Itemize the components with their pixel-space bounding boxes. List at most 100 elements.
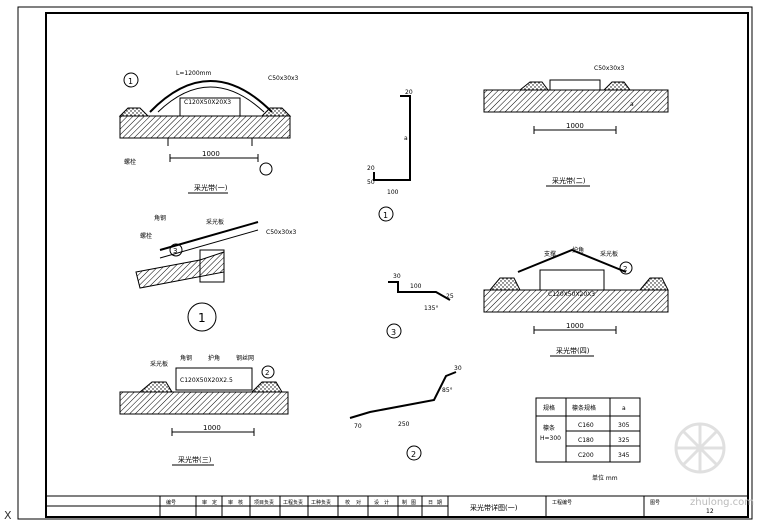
detail-1-angle-label: C50x30x3	[266, 229, 297, 236]
profile-3-callout: 3	[391, 328, 396, 337]
detail-1-label-a: 角钢	[154, 214, 166, 222]
table-header-1: 檩条规格	[572, 404, 596, 412]
profile-2-callout: 2	[411, 450, 416, 459]
panel-3	[119, 391, 289, 415]
view-2-angle-label: C50x30x3	[594, 65, 625, 72]
table-cell-a-0: 305	[618, 422, 630, 429]
profile-2-dim-b: 85°	[442, 387, 453, 394]
view-1-callout-right	[259, 162, 273, 176]
tb-cell-9: 对	[356, 499, 361, 506]
view-1-bolt-label: 螺栓	[124, 158, 136, 166]
view-3-label-a: 采光板	[150, 360, 168, 368]
tb-cell-5: 项目负责	[254, 499, 274, 506]
view-3-callout: 2	[265, 369, 269, 377]
profile-1-dim-d: 50	[367, 179, 375, 186]
detail-1-circle-3	[169, 243, 183, 257]
profile-2-dim-c: 250	[398, 421, 410, 428]
view-3-label-c: 护角	[208, 354, 220, 362]
profile-1-dim-b: a	[404, 135, 408, 142]
profile-1-dim-e: 100	[387, 189, 399, 196]
view-3-dim: 1000	[203, 424, 221, 432]
profile-1-callout-circle	[378, 206, 394, 222]
table-unit-note: 单位 mm	[592, 474, 618, 482]
view-3-callout-circle	[261, 365, 275, 379]
outer-border	[17, 6, 753, 520]
table-row-label: H=300	[540, 435, 561, 442]
view-2-a-label: a	[630, 101, 634, 108]
tb-cell-11: 计	[384, 499, 389, 506]
view-4-title: 采光带(四)	[556, 346, 590, 355]
view-4-group: C120X50X20X3 支撑 护角 采光板 2 1000 采光带(四)	[483, 246, 669, 357]
view-1-title: 采光带(一)	[194, 183, 228, 192]
profile-2-dim-d: 70	[354, 423, 362, 430]
table-header-2: a	[622, 405, 626, 412]
tb-drawing-title: 采光带详图(一)	[470, 503, 518, 512]
table-cell-spec-0: C160	[578, 422, 594, 429]
profile-3-dim-a: 30	[393, 273, 401, 280]
profile-1-dim-c: 20	[367, 165, 375, 172]
title-block: 编号 审 定 审 核 项目负责 工程负责 工种负责 校 对 设 计 制 图 日 …	[45, 495, 749, 518]
table-row-label-top: 檩条	[543, 424, 555, 432]
tb-cell-10: 设	[374, 499, 379, 506]
view-1-pipe-label: C120X50X20X3	[184, 99, 231, 106]
table-header-0: 规格	[543, 404, 555, 412]
watermark-logo	[674, 422, 726, 474]
profile-3-dim-b: 100	[410, 283, 422, 290]
tb-cell-1: 审	[202, 499, 207, 506]
tb-cell-7: 工种负责	[311, 499, 331, 506]
tb-cell-12: 制	[402, 499, 407, 506]
view-3-label-b: 角钢	[180, 354, 192, 362]
tb-project-no-label: 工程编号	[552, 499, 572, 506]
view-4-pipe-label: C120X50X20X3	[548, 291, 595, 298]
view-1-callout: 1	[128, 77, 133, 86]
tb-cell-6: 工程负责	[283, 499, 303, 506]
view-3-pipe-label: C120X50X20X2.5	[180, 377, 233, 384]
detail-1-callout: 1	[198, 311, 206, 325]
profile-2-callout-circle	[406, 445, 422, 461]
corner-mark: X	[4, 509, 12, 522]
view-1-angle-label: C50x30x3	[268, 75, 299, 82]
tb-cell-8: 校	[345, 499, 350, 506]
detail-1-label-b: 采光板	[206, 218, 224, 226]
view-3-title: 采光带(三)	[178, 455, 212, 464]
panel-1	[119, 115, 291, 139]
view-3-group: C120X50X20X2.5 采光板 角钢 护角 钢丝网 2 1000 采光带(…	[119, 354, 289, 466]
table-cell-spec-1: C180	[578, 437, 594, 444]
profile-3-dim-d: 25	[446, 293, 454, 300]
tb-cell-13: 图	[411, 500, 416, 506]
tb-sheet-label: 图号	[650, 500, 660, 506]
tb-cell-3: 审	[228, 499, 233, 506]
view-1-arch-label: L=1200mm	[176, 70, 211, 77]
spec-table: 规格 檩条规格 a 檩条 H=300 C160 305 C180 325 C20…	[535, 397, 641, 482]
view-2-title: 采光带(二)	[552, 176, 586, 185]
view-4-dim: 1000	[566, 322, 584, 330]
view-1-dim: 1000	[202, 150, 220, 158]
profile-3-callout-circle	[386, 323, 402, 339]
profile-1-dim-a: 20	[405, 89, 413, 96]
detail-1-label-c: 螺栓	[140, 232, 152, 240]
profile-2-dim-a: 30	[454, 365, 462, 372]
view-4-label-b: 护角	[572, 246, 584, 254]
profile-3-group: 30 100 135° 25 3	[386, 273, 454, 339]
profile-2-group: 30 85° 250 70 2	[349, 365, 462, 461]
table-cell-a-1: 325	[618, 437, 630, 444]
view-1-callout-circle	[123, 72, 139, 88]
profile-1-callout: 1	[383, 211, 388, 220]
view-4-label-c: 采光板	[600, 250, 618, 258]
view-4-label-a: 支撑	[544, 250, 556, 258]
detail-1-callout-circle	[187, 302, 217, 332]
detail-1-group: C50x30x3 角钢 采光板 螺栓 3 1	[135, 214, 297, 332]
table-cell-a-2: 345	[618, 452, 630, 459]
view-3-label-d: 钢丝网	[236, 354, 254, 362]
watermark-text: zhulong.com	[690, 497, 755, 508]
inner-border	[45, 12, 749, 518]
tb-cell-15: 期	[437, 500, 442, 506]
tb-cell-4: 核	[238, 499, 243, 506]
detail-1-circle-3-text: 3	[173, 247, 177, 255]
tb-cell-2: 定	[212, 499, 217, 506]
view-2-dim: 1000	[566, 122, 584, 130]
profile-3-dim-c: 135°	[424, 305, 438, 312]
panel-2	[483, 89, 669, 113]
table-cell-spec-2: C200	[578, 452, 594, 459]
